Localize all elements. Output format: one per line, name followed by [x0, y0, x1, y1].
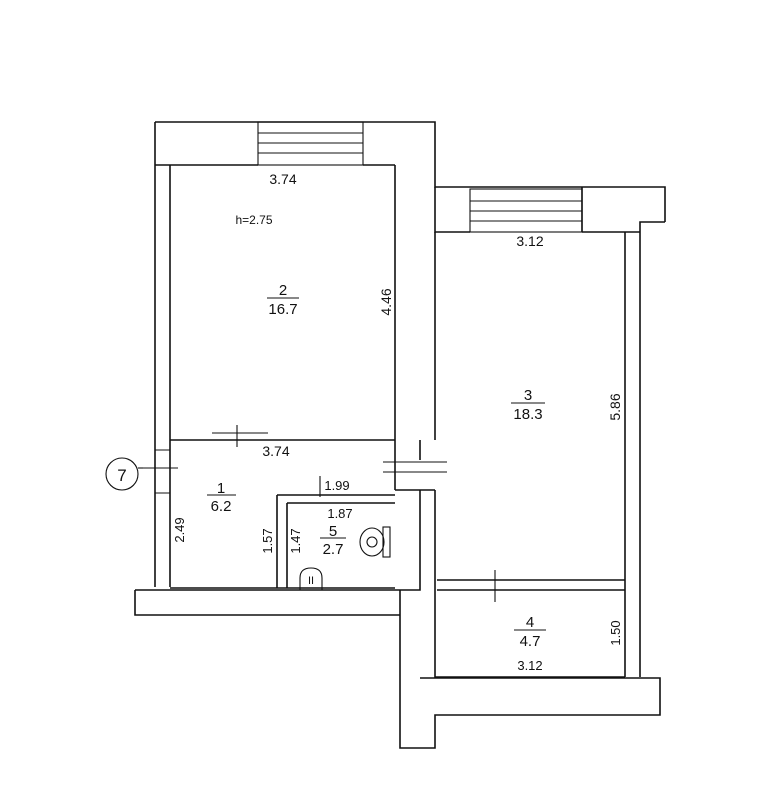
room-2-width: 3.74: [269, 171, 296, 187]
ceiling-height-note: h=2.75: [235, 213, 272, 227]
room-1-length: 2.49: [172, 517, 187, 542]
room-1: 1 6.2 1.99 2.49: [172, 478, 350, 543]
room-3-number: 3: [524, 387, 532, 404]
entrance-marker: 7: [105, 457, 143, 491]
room-2-width-bottom: 3.74: [262, 443, 289, 459]
room-5-length-outer: 1.57: [260, 528, 275, 553]
room-3-width: 3.12: [516, 233, 543, 249]
room-4-number: 4: [526, 614, 534, 631]
room-4: 4 4.7 3.12 1.50: [514, 614, 623, 673]
room-2-area: 16.7: [268, 301, 297, 318]
room-4-width: 3.12: [517, 658, 542, 673]
room-3: 3.12 3 18.3 5.86: [511, 233, 623, 423]
room-1-area: 6.2: [211, 498, 232, 515]
room-4-length: 1.50: [608, 620, 623, 645]
room-5-area: 2.7: [323, 541, 344, 558]
room-5-width: 1.87: [327, 506, 352, 521]
room-5-number: 5: [329, 523, 337, 540]
room-3-length: 5.86: [607, 393, 623, 420]
room-5: 1.87 1.57 1.47 5 2.7: [260, 506, 353, 558]
room-3-area: 18.3: [513, 406, 542, 423]
room-2: 3.74 h=2.75 2 16.7 4.46 3.74: [235, 171, 394, 459]
room-1-number: 1: [217, 480, 225, 497]
room-2-length: 4.46: [378, 288, 394, 315]
room-1-width: 1.99: [324, 478, 349, 493]
room-5-length: 1.47: [288, 528, 303, 553]
room-2-number: 2: [279, 282, 287, 299]
toilet-icon: [359, 526, 391, 558]
bathtub-label: II: [308, 575, 314, 587]
room-4-area: 4.7: [520, 633, 541, 650]
entrance-marker-number: 7: [117, 466, 126, 485]
bathtub-icon: II: [299, 567, 323, 590]
exterior-walls: [134, 121, 666, 749]
